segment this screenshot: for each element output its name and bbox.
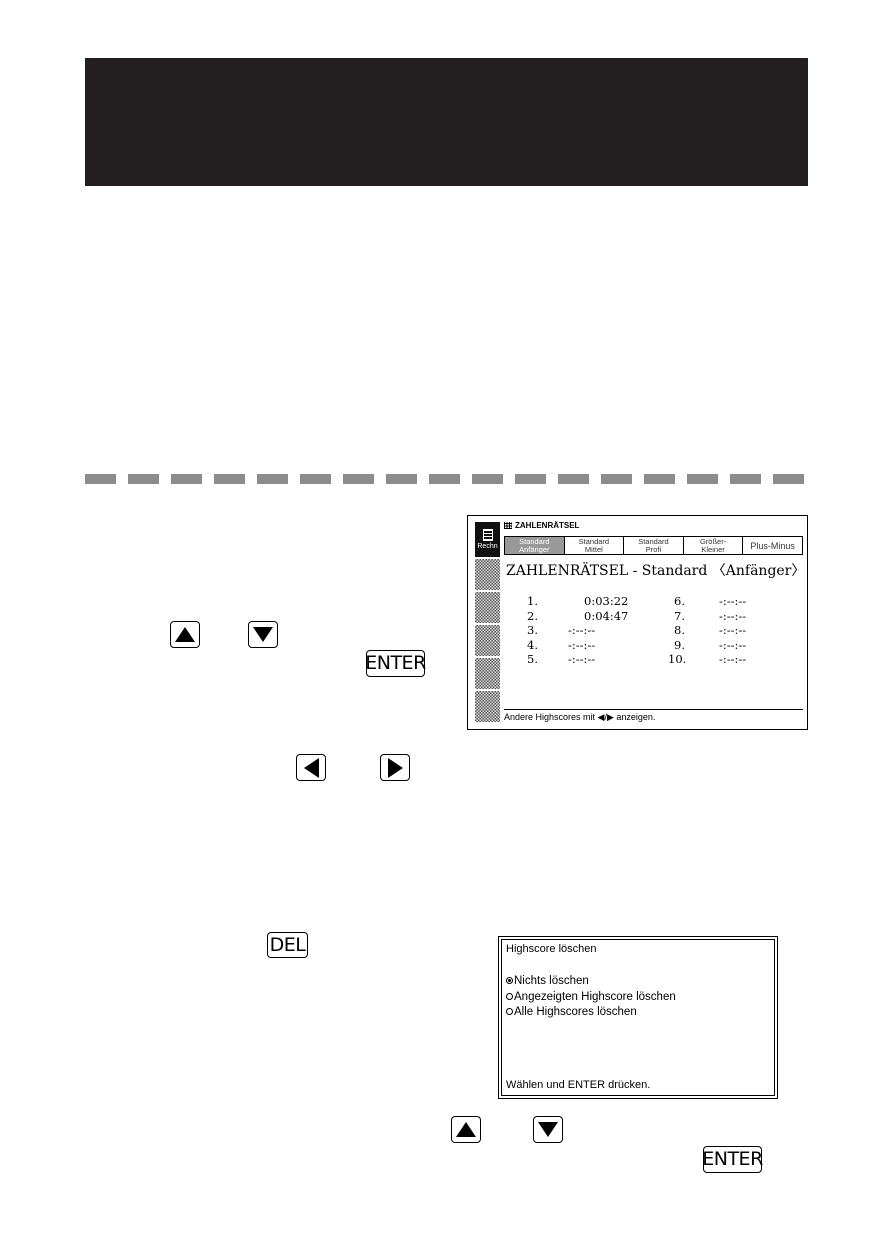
right-arrow-icon [387,757,403,778]
screen-header-text: ZAHLENRÄTSEL [515,521,580,530]
enter-key-label: ENTER [365,652,426,674]
option-nichts-loeschen[interactable]: Nichts löschen [506,975,589,987]
up-key [170,621,200,648]
del-key-label: DEL [269,933,306,956]
enter-key: ENTER [365,650,426,677]
del-key: DEL [267,932,308,958]
up-arrow-icon [175,627,195,642]
option-angezeigten-loeschen[interactable]: Angezeigten Highscore löschen [506,991,676,1003]
calculator-icon: Rechn [475,522,500,557]
table-row: 3.-:--:-- 8.-:--:-- [527,623,747,637]
option-alle-loeschen[interactable]: Alle Highscores löschen [506,1006,637,1018]
delete-highscore-dialog: Highscore löschen Nichts löschen Angezei… [498,936,778,1099]
left-arrow-icon [303,757,319,778]
radio-selected-icon [506,977,513,984]
down-key [533,1116,563,1143]
up-key [451,1116,481,1143]
sidebar-label: Rechn [477,543,498,550]
table-row: 5.-:--:-- 10.-:--:-- [527,652,747,666]
left-key [296,754,326,781]
section-divider [85,474,808,484]
dialog-title: Highscore löschen [506,943,597,955]
score-table: 1.0:03:22 6.-:--:-- 2.0:04:47 7.-:--:-- … [504,594,803,667]
grid-icon [504,522,512,529]
chapter-title-bar [85,58,808,186]
down-key [248,621,278,648]
dialog-footer: Wählen und ENTER drücken. [506,1079,651,1091]
radio-icon [506,993,513,1000]
screen-header: ZAHLENRÄTSEL [504,521,579,530]
screen-footer: Andere Highscores mit ◀/▶ anzeigen. [504,709,803,723]
tab-plus-minus[interactable]: Plus-Minus [750,540,795,551]
table-row: 1.0:03:22 6.-:--:-- [527,594,747,608]
enter-key-label: ENTER [702,1148,763,1170]
screen-title: ZAHLENRÄTSEL - Standard 〈Anfänger〉 [506,563,806,579]
screen-sidebar: Rechn [475,522,500,722]
down-arrow-icon [538,1122,558,1137]
table-row: 4.-:--:-- 9.-:--:-- [527,637,747,652]
down-arrow-icon [253,627,273,642]
left-right-arrow-icon: ◀/▶ [597,712,614,722]
enter-key: ENTER [702,1146,763,1173]
tab-groesser-kleiner[interactable]: Größer-Kleiner [684,537,744,554]
table-row: 2.0:04:47 7.-:--:-- [527,608,747,623]
right-key [380,754,410,781]
up-arrow-icon [456,1122,476,1137]
radio-icon [506,1008,513,1015]
